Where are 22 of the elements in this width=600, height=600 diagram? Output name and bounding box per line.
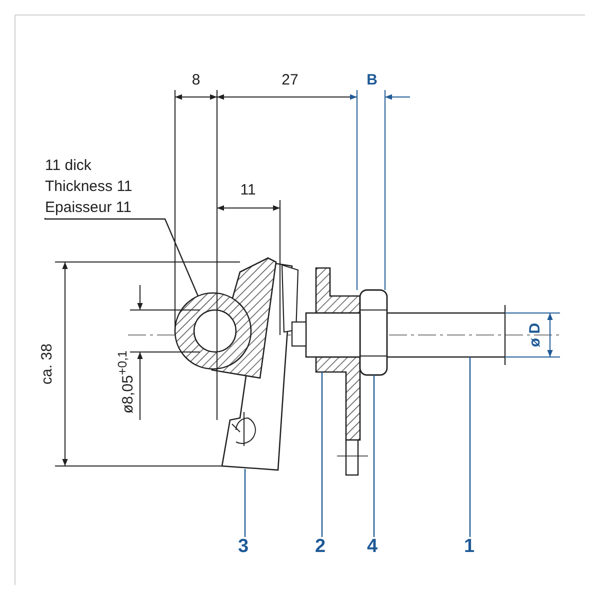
note-text: 11 dick	[45, 156, 92, 176]
leader-line	[373, 375, 375, 537]
note-text: Thickness 11	[45, 177, 132, 197]
note-text: Epaisseur 11	[45, 198, 132, 218]
dimension-label: 27	[282, 72, 298, 88]
nut-drawing	[359, 289, 388, 376]
dimension-label: ø D	[528, 322, 542, 348]
dimension-label: ca. 38	[40, 344, 54, 384]
dimension-label: B	[366, 72, 378, 88]
callout-number: 2	[315, 537, 326, 556]
pin-drawing	[291, 305, 506, 365]
callout-number: 4	[367, 537, 378, 556]
leader-line	[244, 469, 246, 537]
dimension-label: 8	[192, 72, 200, 88]
callout-number: 1	[464, 537, 475, 556]
leader-line	[469, 357, 471, 537]
bracket-drawing	[315, 267, 368, 476]
leader-line	[44, 218, 199, 296]
callout-number: 3	[238, 537, 249, 556]
lever-drawing	[174, 257, 299, 471]
leader-line	[321, 372, 323, 537]
dimension-label: 11	[240, 182, 256, 198]
